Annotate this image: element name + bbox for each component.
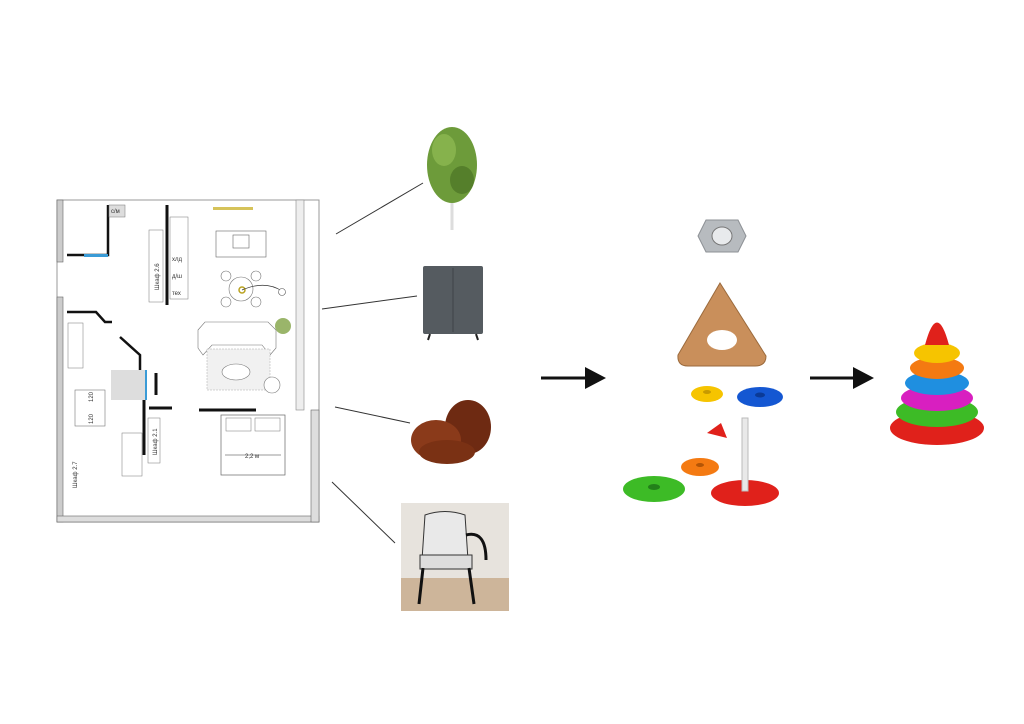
arrow-right-icon [810,367,874,389]
stacking-pyramid-toy-image [890,322,984,445]
arrow-right-icon [541,367,606,389]
cabinet-image [423,266,483,341]
connector-lines [321,182,424,544]
wooden-triangle-image [677,282,767,367]
label-bed-width: 2,2 м [245,454,259,460]
pyramid-parts [623,386,783,506]
floor-plan: с/м Шкаф 2.6 хлд д/ш тех [56,199,320,523]
armchair-image [411,400,491,464]
label-teh: тех [172,291,181,297]
label-wardrobe-26: Шкаф 2.6 [155,263,161,290]
hex-nut-image [697,219,747,253]
label-sm: с/м [111,209,120,215]
label-dsh: д/ш [172,274,182,280]
chair-photo [401,503,509,611]
label-wardrobe-27: Шкаф 2.7 [73,461,79,488]
tree-image [427,127,477,230]
label-hld: хлд [172,257,183,263]
label-dim-b: 120 [89,413,95,424]
label-dim-a: 120 [89,391,95,402]
label-wardrobe-21: Шкаф 2.1 [153,428,159,455]
